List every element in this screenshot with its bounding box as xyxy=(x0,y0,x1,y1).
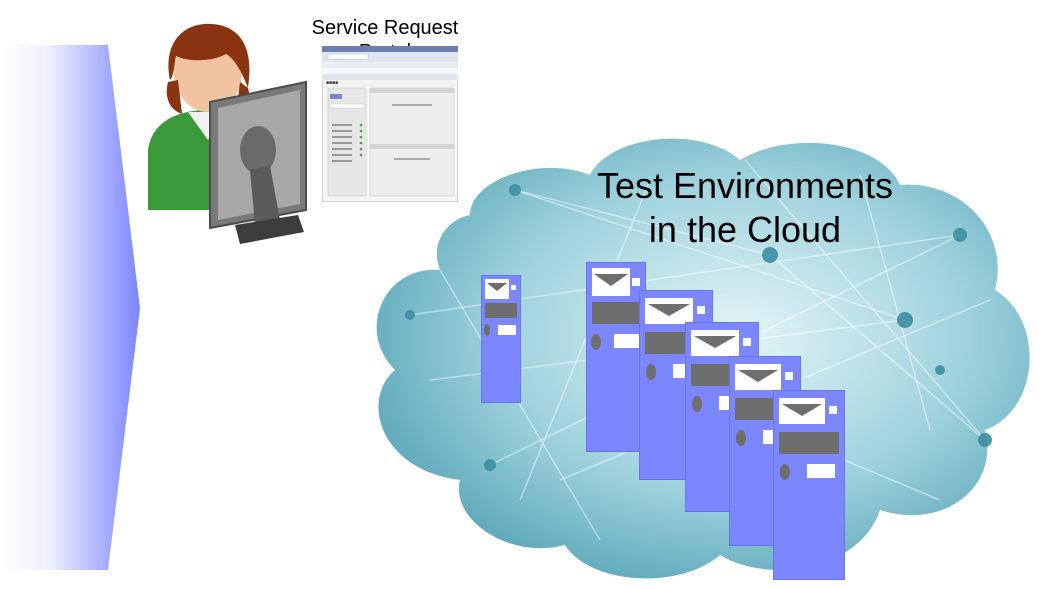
cloud-title-line1: Test Environments xyxy=(596,165,894,206)
cloud-title-line2: in the Cloud xyxy=(648,209,842,250)
server-icon xyxy=(586,262,646,452)
cloud-title: Test Environments in the Cloud xyxy=(560,164,930,252)
server-icon xyxy=(481,275,521,403)
svg-text:■■■■: ■■■■ xyxy=(326,80,338,86)
process-arrow-icon xyxy=(0,45,140,570)
server-icon xyxy=(773,390,845,580)
user-at-computer-icon xyxy=(148,23,307,244)
portal-label-line1: Service Request xyxy=(311,17,459,39)
portal-window-icon: ■■■■ xyxy=(322,46,458,202)
